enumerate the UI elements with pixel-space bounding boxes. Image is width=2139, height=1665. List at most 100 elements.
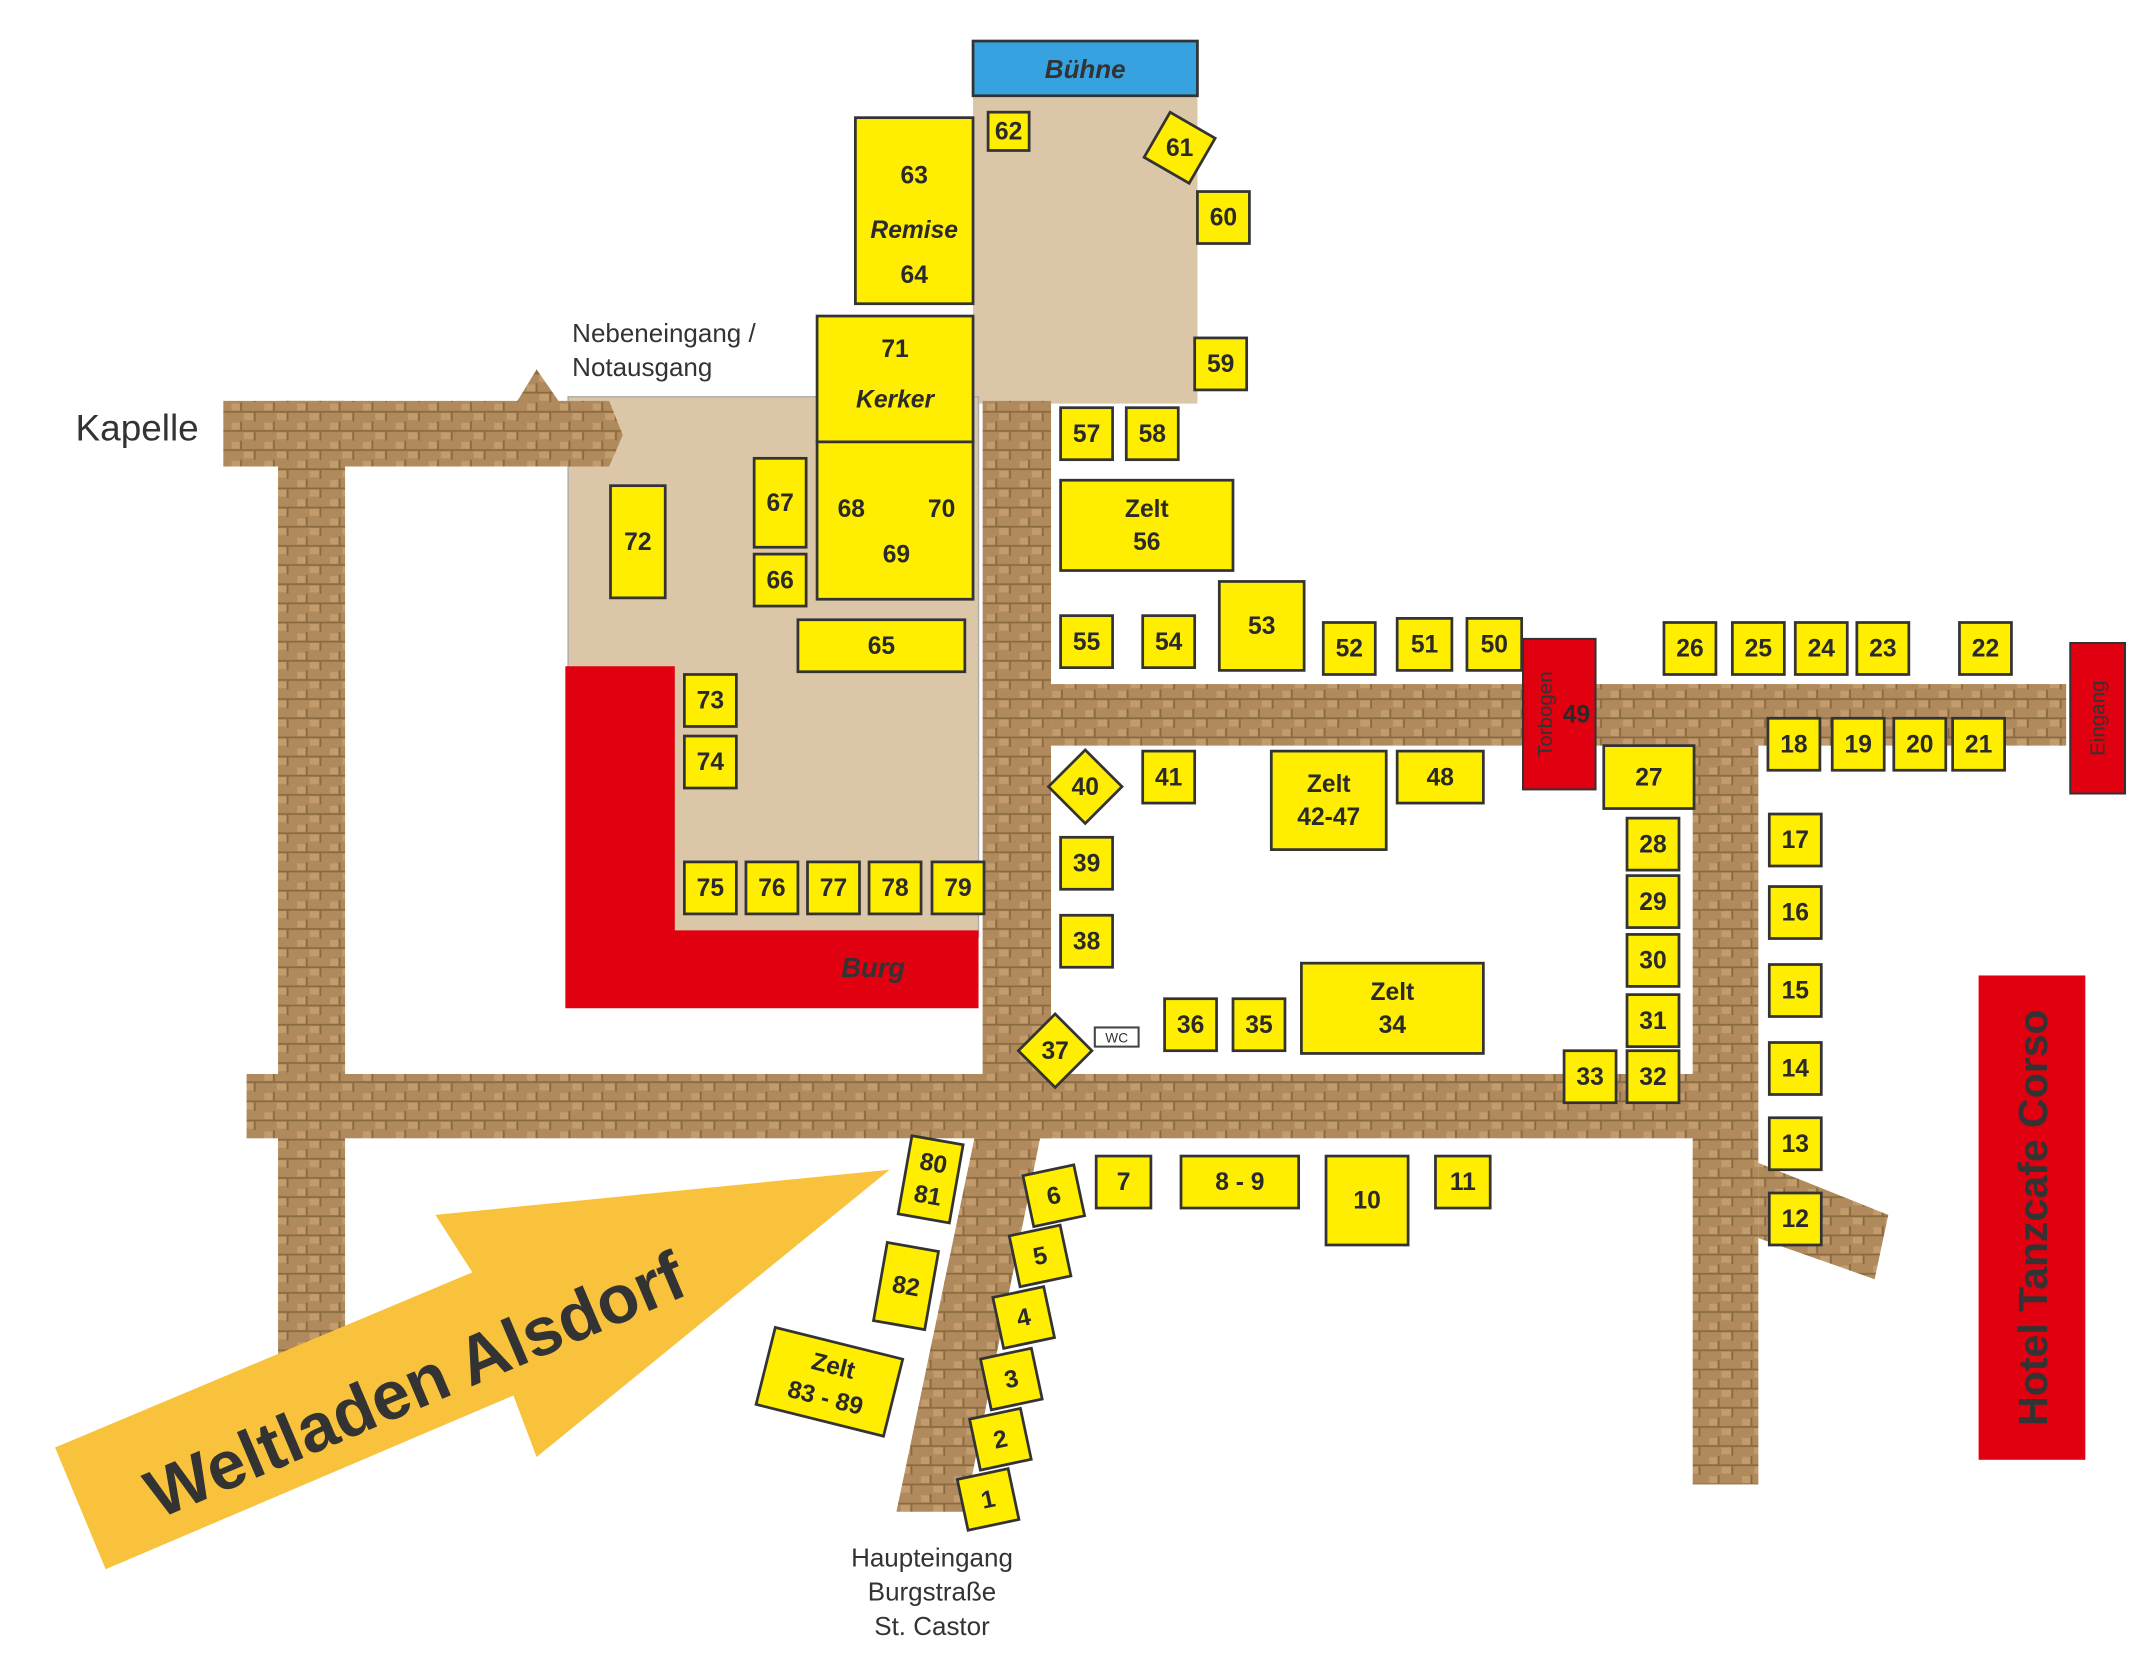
stall-label: 19 — [1845, 731, 1872, 758]
chapel-label: Kapelle — [76, 408, 199, 449]
stall-5[interactable]: 5 — [1007, 1223, 1073, 1289]
stall-label: 58 — [1139, 421, 1166, 448]
stall-label: 76 — [758, 875, 785, 902]
stall-19[interactable]: 19 — [1830, 716, 1886, 772]
stall-box — [1625, 933, 1681, 988]
stall-24[interactable]: 24 — [1793, 621, 1849, 676]
stall-55[interactable]: 55 — [1059, 614, 1114, 670]
stall-76[interactable]: 76 — [744, 860, 800, 916]
stall-65[interactable]: 65 — [796, 618, 967, 674]
stall-77[interactable]: 77 — [806, 860, 861, 916]
stall-box — [1163, 997, 1218, 1053]
stall-11[interactable]: 11 — [1434, 1154, 1492, 1210]
stall-22[interactable]: 22 — [1958, 621, 2013, 676]
stall-label: 13 — [1782, 1131, 1809, 1158]
stall-59[interactable]: 59 — [1193, 336, 1249, 392]
stall-57[interactable]: 57 — [1059, 406, 1114, 462]
stall-38[interactable]: 38 — [1059, 913, 1114, 969]
stall-13[interactable]: 13 — [1767, 1116, 1823, 1172]
stall-20[interactable]: 20 — [1892, 716, 1948, 772]
stall-4[interactable]: 4 — [991, 1285, 1057, 1350]
stall-box — [1179, 1154, 1301, 1210]
south-path — [246, 1073, 1697, 1139]
stall-label: 36 — [1177, 1012, 1204, 1039]
stall-label: Kerker — [856, 387, 935, 414]
stall-52[interactable]: 52 — [1321, 621, 1377, 676]
stall-35[interactable]: 35 — [1231, 997, 1287, 1053]
stall-54[interactable]: 54 — [1141, 614, 1197, 670]
stall-66[interactable]: 66 — [752, 552, 808, 608]
stall-box — [1141, 614, 1197, 670]
stall-74[interactable]: 74 — [683, 734, 738, 790]
stall-box — [1958, 621, 2013, 676]
stall-48[interactable]: 48 — [1395, 749, 1485, 805]
stall-box — [1231, 997, 1287, 1053]
stall-27[interactable]: 27 — [1602, 744, 1696, 810]
stall-box — [1892, 716, 1948, 772]
stall-box — [609, 484, 667, 600]
stall-12[interactable]: 12 — [1767, 1191, 1823, 1247]
paths — [223, 369, 2067, 1512]
stall-36[interactable]: 36 — [1163, 997, 1218, 1053]
stall-box — [754, 1325, 905, 1438]
stall-16[interactable]: 16 — [1767, 885, 1823, 940]
gate-label: Torbogen — [1534, 671, 1557, 757]
stall-6[interactable]: 6 — [1021, 1163, 1087, 1229]
stall-2[interactable]: 2 — [967, 1406, 1033, 1472]
stall-28[interactable]: 28 — [1625, 816, 1681, 872]
stall-32[interactable]: 32 — [1625, 1049, 1681, 1105]
stall-61[interactable]: 61 — [1142, 110, 1218, 186]
stall-29[interactable]: 29 — [1625, 874, 1681, 929]
stall-label: 41 — [1155, 764, 1182, 791]
stall-58[interactable]: 58 — [1124, 406, 1180, 462]
stall-60[interactable]: 60 — [1196, 190, 1251, 245]
stall-17[interactable]: 17 — [1767, 812, 1823, 868]
stall-7[interactable]: 7 — [1094, 1154, 1153, 1210]
stall-82[interactable]: 82 — [871, 1240, 941, 1332]
stall-label: 52 — [1336, 636, 1363, 663]
stall-21[interactable]: 21 — [1951, 716, 2006, 772]
stall-67[interactable]: 67 — [752, 456, 808, 549]
stall-3[interactable]: 3 — [978, 1346, 1044, 1412]
stall-30[interactable]: 30 — [1625, 933, 1681, 988]
stall-33[interactable]: 33 — [1562, 1049, 1618, 1105]
stall-15[interactable]: 15 — [1767, 963, 1823, 1018]
stall-10[interactable]: 10 — [1324, 1154, 1410, 1247]
stall-1[interactable]: 1 — [955, 1467, 1021, 1532]
stall-79[interactable]: 79 — [930, 860, 986, 916]
stall-41[interactable]: 41 — [1141, 749, 1197, 805]
stall-box — [867, 860, 923, 916]
stall-25[interactable]: 25 — [1730, 621, 1786, 676]
stall-box — [991, 1285, 1057, 1350]
stall-73[interactable]: 73 — [683, 673, 738, 728]
stall-31[interactable]: 31 — [1625, 993, 1681, 1048]
stall-50[interactable]: 50 — [1465, 617, 1524, 672]
stall-40[interactable]: 40 — [1046, 747, 1124, 826]
stall-75[interactable]: 75 — [683, 860, 738, 916]
stall-14[interactable]: 14 — [1767, 1041, 1823, 1096]
stall-18[interactable]: 18 — [1766, 716, 1822, 772]
stall-72[interactable]: 72 — [609, 484, 667, 600]
stall-label: 33 — [1576, 1064, 1603, 1091]
stall-62[interactable]: 62 — [986, 110, 1031, 152]
stall-26[interactable]: 26 — [1662, 621, 1718, 676]
stall-8-9[interactable]: 8 - 9 — [1179, 1154, 1301, 1210]
stall-78[interactable]: 78 — [867, 860, 923, 916]
stall-39[interactable]: 39 — [1059, 835, 1114, 891]
stall-box — [1730, 621, 1786, 676]
stall-label: 12 — [1782, 1206, 1809, 1233]
central-path — [982, 400, 1052, 1139]
stall-51[interactable]: 51 — [1395, 617, 1454, 672]
stall-23[interactable]: 23 — [1855, 621, 1911, 676]
stall-label: 81 — [912, 1181, 944, 1212]
stall-37[interactable]: 37 — [1016, 1012, 1094, 1090]
stall-53[interactable]: 53 — [1217, 580, 1306, 672]
